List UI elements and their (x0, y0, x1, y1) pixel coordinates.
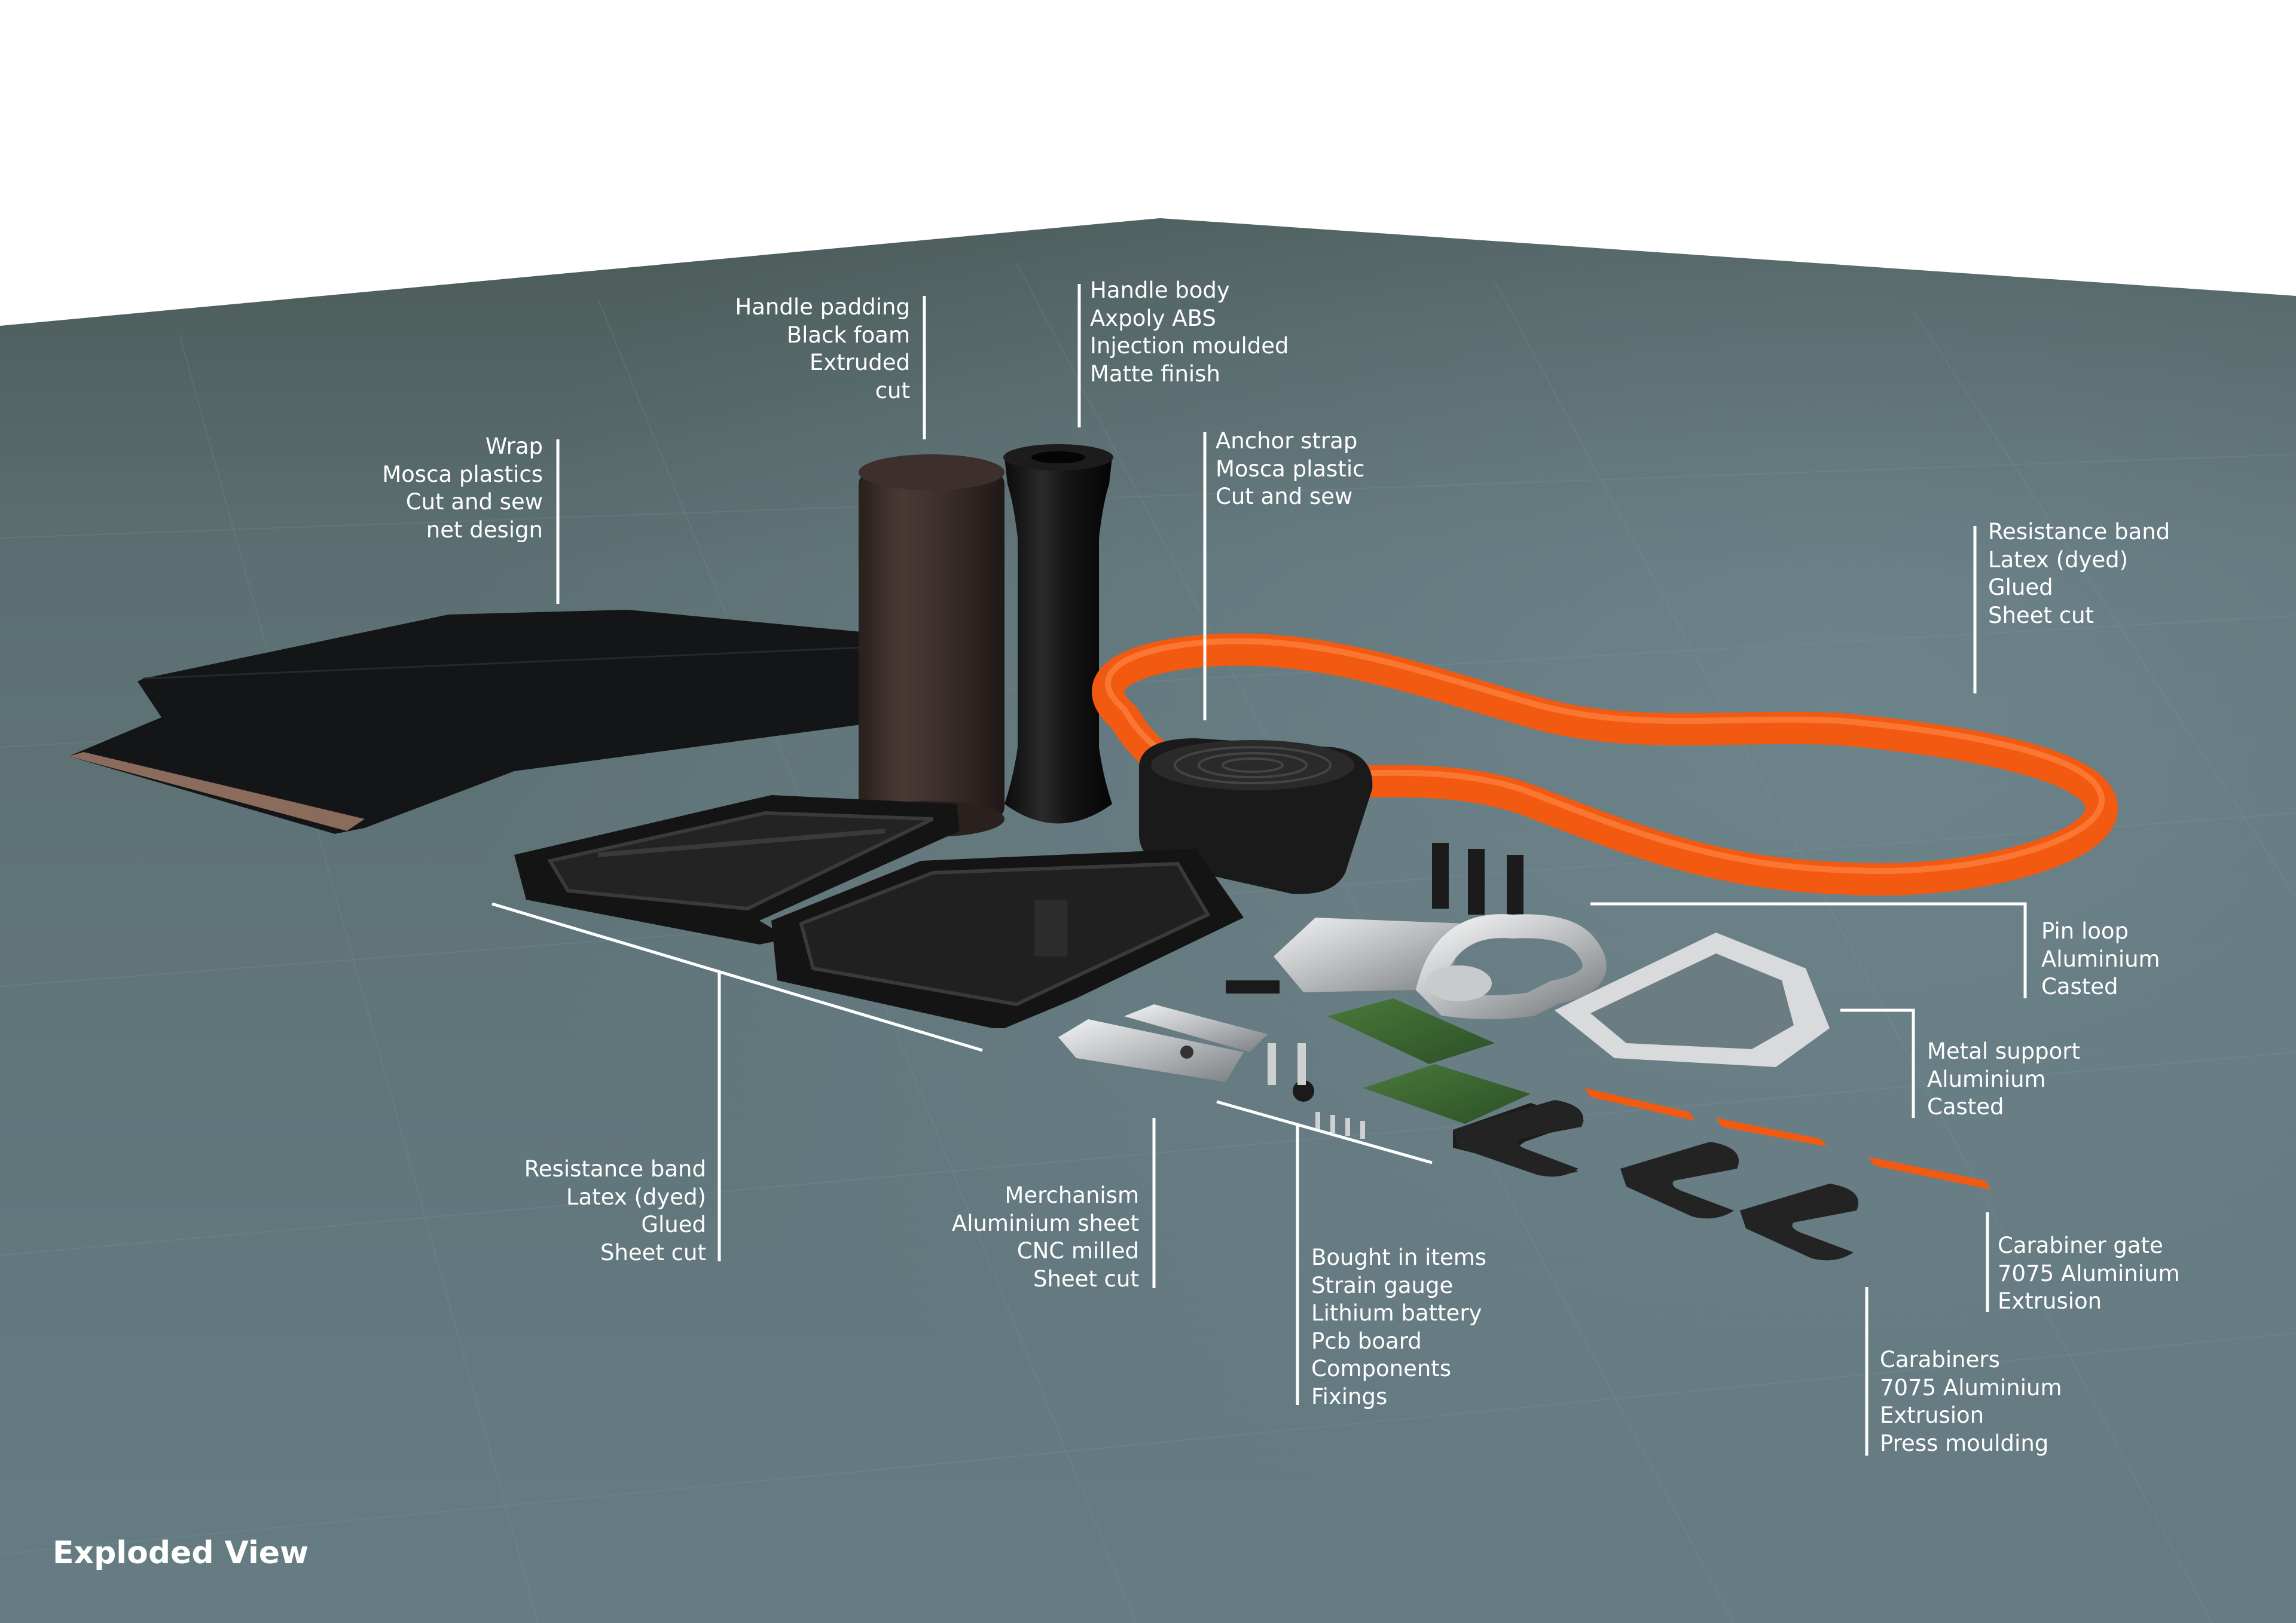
callout-line: Resistance band (1988, 519, 2170, 545)
housing-shell-left (514, 795, 960, 945)
callout-line: Cut and sew (1216, 484, 1353, 509)
mechanism-part (1058, 1004, 1268, 1082)
callout-line: Resistance band (524, 1156, 706, 1182)
handle-body-part (1003, 444, 1113, 824)
callout-line: Strain gauge (1311, 1272, 1454, 1298)
callout-anchor-strap: Anchor strap Mosca plastic Cut and sew (1216, 427, 1364, 511)
callout-line: Mosca plastics (382, 461, 543, 487)
leader-metal-support (1840, 1008, 1915, 1118)
callout-line: Sheet cut (1988, 602, 2095, 628)
callout-line: Pcb board (1311, 1328, 1422, 1354)
callout-line: Press moulding (1880, 1430, 2049, 1456)
callout-line: CNC milled (1016, 1238, 1139, 1264)
callout-line: Mosca plastic (1216, 456, 1365, 482)
callout-wrap: Wrap Mosca plastics Cut and sew net desi… (382, 433, 543, 544)
pin-loop-part (1415, 914, 1607, 1019)
callout-mechanism: Merchanism Aluminium sheet CNC milled Sh… (952, 1182, 1139, 1293)
callout-carabiner-gate: Carabiner gate 7075 Aluminium Extrusion (1998, 1232, 2180, 1316)
leader-resistance-band-bottom (491, 902, 983, 1261)
leader-pin-loop (1590, 902, 2027, 998)
callout-resistance-band-bottom: Resistance band Latex (dyed) Glued Sheet… (524, 1156, 706, 1267)
callout-line: Bought in items (1311, 1245, 1487, 1270)
callout-line: Carabiner gate (1998, 1233, 2163, 1258)
pins-part (1432, 843, 1523, 921)
housing-shell-right (771, 849, 1244, 1028)
callout-line: Sheet cut (1033, 1266, 1139, 1292)
callout-line: Latex (dyed) (566, 1184, 706, 1210)
callout-line: Glued (1988, 574, 2053, 600)
callout-line: Extruded (809, 350, 910, 375)
callout-line: net design (426, 516, 543, 543)
callout-carabiners: Carabiners 7075 Aluminium Extrusion Pres… (1880, 1346, 2062, 1457)
callout-line: Handle padding (735, 294, 910, 320)
callout-line: Merchanism (1004, 1182, 1139, 1208)
callout-line: Black foam (786, 322, 910, 348)
callout-pin-loop: Pin loop Aluminium Casted (2041, 918, 2160, 1001)
callout-line: Latex (dyed) (1988, 546, 2129, 573)
resistance-band-part (1092, 633, 2118, 896)
carabiners-part (1453, 1100, 1858, 1261)
carabiner-gates-part (1584, 1088, 1991, 1190)
callout-handle-body: Handle body Axpoly ABS Injection moulded… (1090, 277, 1289, 388)
callout-line: 7075 Aluminium (1998, 1260, 2180, 1286)
callout-line: Anchor strap (1216, 428, 1358, 454)
callout-line: Aluminium sheet (951, 1210, 1139, 1236)
callout-line: Extrusion (1880, 1402, 1984, 1428)
callout-line: cut (875, 377, 910, 404)
metal-support-part (1555, 933, 1830, 1067)
callout-line: Sheet cut (600, 1239, 706, 1266)
callout-line: Aluminium (1927, 1066, 2046, 1092)
callout-line: 7075 Aluminium (1880, 1374, 2062, 1401)
callout-line: Wrap (485, 433, 543, 459)
callout-handle-padding: Handle padding Black foam Extruded cut (735, 294, 910, 405)
callout-metal-support: Metal support Aluminium Casted (1927, 1038, 2080, 1121)
callout-line: Lithium battery (1311, 1300, 1482, 1326)
callout-line: Metal support (1927, 1038, 2080, 1064)
callout-line: Components (1311, 1356, 1452, 1381)
handle-padding-part (859, 454, 1004, 837)
leader-bought-items (1216, 1100, 1433, 1405)
callout-line: Matte finish (1090, 360, 1220, 387)
callout-line: Glued (641, 1212, 706, 1237)
callout-line: Pin loop (2041, 918, 2129, 944)
leader-lines (491, 284, 2027, 1456)
callout-line: Casted (2041, 974, 2118, 1000)
callout-bought-items: Bought in items Strain gauge Lithium bat… (1311, 1244, 1486, 1411)
callout-line: Carabiners (1880, 1347, 2000, 1373)
callout-line: Casted (1927, 1094, 2004, 1120)
callout-line: Axpoly ABS (1090, 305, 1216, 331)
page-title: Exploded View (53, 1535, 309, 1571)
callout-resistance-band-top: Resistance band Latex (dyed) Glued Sheet… (1988, 518, 2170, 629)
callout-line: Cut and sew (405, 489, 543, 515)
battery-part (1274, 918, 1465, 992)
wrap-part (69, 610, 1004, 834)
callout-line: Extrusion (1998, 1288, 2102, 1314)
callout-line: Injection moulded (1090, 333, 1289, 359)
pcb-part (1226, 980, 1531, 1139)
callout-line: Aluminium (2041, 946, 2160, 972)
callout-line: Handle body (1090, 277, 1230, 303)
callout-line: Fixings (1311, 1383, 1388, 1410)
